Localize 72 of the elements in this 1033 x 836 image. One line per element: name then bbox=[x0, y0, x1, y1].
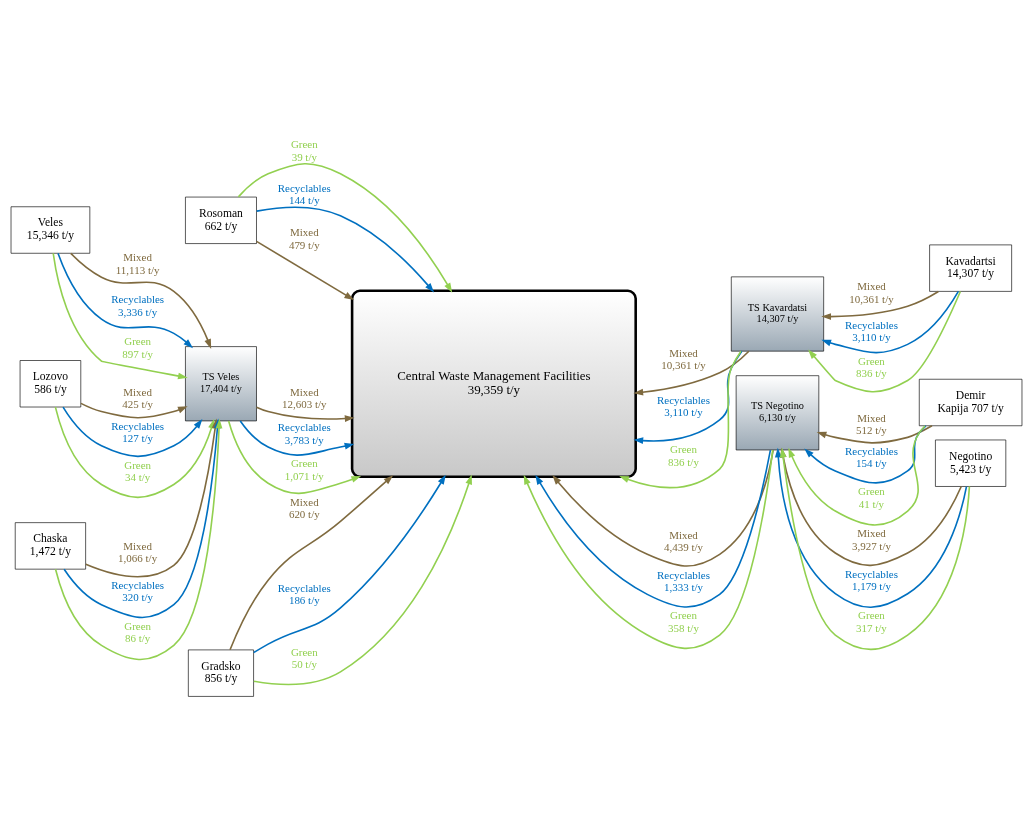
edge-label: Green 317 t/y bbox=[856, 609, 887, 634]
edge-label: Recyclables 154 t/y bbox=[844, 445, 898, 470]
edge-label: Recyclables 1,179 t/y bbox=[844, 567, 898, 593]
arrow bbox=[788, 425, 926, 526]
arrow bbox=[239, 420, 355, 456]
arrow bbox=[252, 474, 446, 654]
arrow bbox=[70, 252, 212, 349]
edge-label: Green 358 t/y bbox=[668, 609, 699, 634]
node-box: Demir Kapija 707 t/y bbox=[918, 378, 1023, 427]
arrow bbox=[552, 449, 774, 567]
arrow bbox=[255, 206, 435, 293]
edge-label: Green 836 t/y bbox=[668, 443, 699, 468]
edge-label: Mixed 4,439 t/y bbox=[663, 528, 703, 553]
arrow bbox=[804, 425, 927, 484]
node-box: Lozovo 586 t/y bbox=[19, 360, 82, 408]
edge-label: Green 39 t/y bbox=[290, 138, 318, 163]
edge-label: Green 86 t/y bbox=[124, 619, 152, 644]
arrow bbox=[774, 447, 968, 609]
arrow bbox=[821, 290, 960, 354]
arrow bbox=[229, 475, 394, 651]
edge-label: Mixed 3,927 t/y bbox=[851, 527, 891, 552]
edge-label: Recyclables 1,333 t/y bbox=[656, 568, 710, 593]
arrow bbox=[816, 425, 933, 444]
edge-label: Recyclables 3,110 t/y bbox=[844, 318, 898, 343]
arrow bbox=[255, 406, 355, 422]
edge-label: Recyclables 320 t/y bbox=[111, 578, 165, 604]
edge-label: Mixed 512 t/y bbox=[856, 411, 887, 436]
node-box: Kavadartsi 14,307 t/y bbox=[929, 244, 1012, 292]
edge-label: Mixed 12,603 t/y bbox=[282, 385, 327, 411]
arrow bbox=[633, 350, 750, 396]
edge-label: Green 41 t/y bbox=[858, 485, 885, 510]
edge-label: Recyclables 186 t/y bbox=[277, 582, 331, 607]
arrow bbox=[255, 240, 355, 301]
arrow bbox=[57, 252, 194, 349]
node-box: Negotino 5,423 t/y bbox=[935, 439, 1007, 487]
edge-label: Mixed 11,113 t/y bbox=[115, 251, 160, 276]
edge-label: Green 836 t/y bbox=[856, 354, 887, 380]
node-box: TS Veles 17,404 t/y bbox=[185, 346, 257, 422]
arrow bbox=[808, 290, 962, 393]
edge-label: Mixed 479 t/y bbox=[288, 226, 320, 251]
edge-label: Mixed 425 t/y bbox=[122, 385, 154, 411]
edge-label: Recyclables 127 t/y bbox=[111, 420, 165, 445]
node-box: Central Waste Management Facilities 39,359 t/y bbox=[350, 289, 637, 479]
edge-label: Recyclables 3,110 t/y bbox=[656, 394, 710, 419]
edge-label: Green 1,071 t/y bbox=[284, 457, 324, 482]
edge-label: Mixed 620 t/y bbox=[288, 495, 320, 520]
edge-label: Green 34 t/y bbox=[124, 458, 152, 484]
edge-label: Recyclables 3,783 t/y bbox=[277, 421, 331, 446]
edge-label: Mixed 10,361 t/y bbox=[661, 347, 706, 372]
edge-label: Recyclables 3,336 t/y bbox=[111, 293, 165, 318]
node-box: Chaska 1,472 t/y bbox=[14, 522, 86, 570]
arrow bbox=[535, 449, 772, 608]
arrow bbox=[52, 252, 188, 380]
arrow bbox=[779, 447, 971, 651]
arrow bbox=[779, 447, 963, 567]
edge-label: Recyclables 144 t/y bbox=[277, 181, 331, 206]
edge-label: Green 50 t/y bbox=[290, 646, 318, 671]
arrow bbox=[253, 474, 472, 686]
node-box: Veles 15,346 t/y bbox=[10, 206, 91, 254]
arrow bbox=[62, 406, 203, 458]
arrow bbox=[227, 420, 362, 495]
arrow bbox=[237, 162, 453, 293]
edge-label: Mixed 10,361 t/y bbox=[849, 280, 894, 305]
node-box: Rosoman 662 t/y bbox=[185, 196, 257, 244]
edge-label: Mixed 1,066 t/y bbox=[118, 539, 158, 564]
node-box: TS Kavardatsi 14,307 t/y bbox=[730, 276, 824, 352]
node-box: TS Negotino 6,130 t/y bbox=[735, 375, 820, 451]
arrow bbox=[80, 402, 188, 419]
arrow bbox=[821, 290, 940, 320]
edge-label: Green 897 t/y bbox=[122, 335, 154, 360]
arrow bbox=[523, 449, 774, 650]
node-box: Gradsko 856 t/y bbox=[188, 649, 254, 697]
